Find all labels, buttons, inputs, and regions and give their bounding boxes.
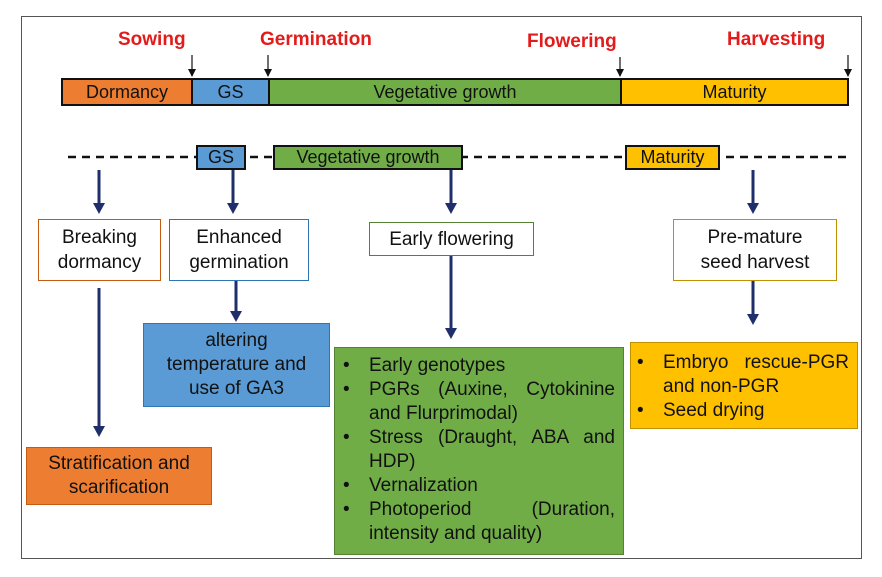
milestone-germination: Germination [260, 29, 372, 50]
list-item: PGRs (Auxine, Cytokinine and Flurprimoda… [337, 378, 615, 426]
harvest-methods-box: Embryo rescue-PGR and non-PGR Seed dryin… [630, 342, 858, 429]
list-item: Vernalization [337, 474, 615, 498]
harvest-methods-list: Embryo rescue-PGR and non-PGR Seed dryin… [631, 351, 849, 423]
stratification-box: Stratification and scarification [26, 447, 212, 505]
early-flowering-box: Early flowering [369, 222, 534, 256]
milestone-flowering: Flowering [527, 31, 617, 52]
breaking-dormancy-box: Breaking dormancy [38, 219, 161, 281]
enhanced-germination-box: Enhanced germination [169, 219, 309, 281]
stage-vegetative-growth: Vegetative growth [273, 145, 463, 170]
diagram-frame [21, 16, 862, 559]
list-item: Stress (Draught, ABA and HDP) [337, 426, 615, 474]
milestone-harvesting: Harvesting [727, 29, 826, 50]
premature-seed-harvest-box: Pre-mature seed harvest [673, 219, 837, 281]
early-flowering-methods-list: Early genotypes PGRs (Auxine, Cytokinine… [337, 354, 615, 546]
early-flowering-methods-box: Early genotypes PGRs (Auxine, Cytokinine… [334, 347, 624, 555]
stage-gs: GS [196, 145, 246, 170]
milestone-sowing: Sowing [118, 29, 186, 50]
list-item: Photoperiod (Duration, intensity and qua… [337, 498, 615, 546]
timeline-maturity: Maturity [620, 78, 849, 106]
timeline-vegetative-growth: Vegetative growth [268, 78, 622, 106]
ga3-box: altering temperature and use of GA3 [143, 323, 330, 407]
list-item: Embryo rescue-PGR and non-PGR [631, 351, 849, 399]
list-item: Early genotypes [337, 354, 615, 378]
list-item: Seed drying [631, 399, 849, 423]
stage-maturity: Maturity [625, 145, 720, 170]
timeline-dormancy: Dormancy [61, 78, 193, 106]
